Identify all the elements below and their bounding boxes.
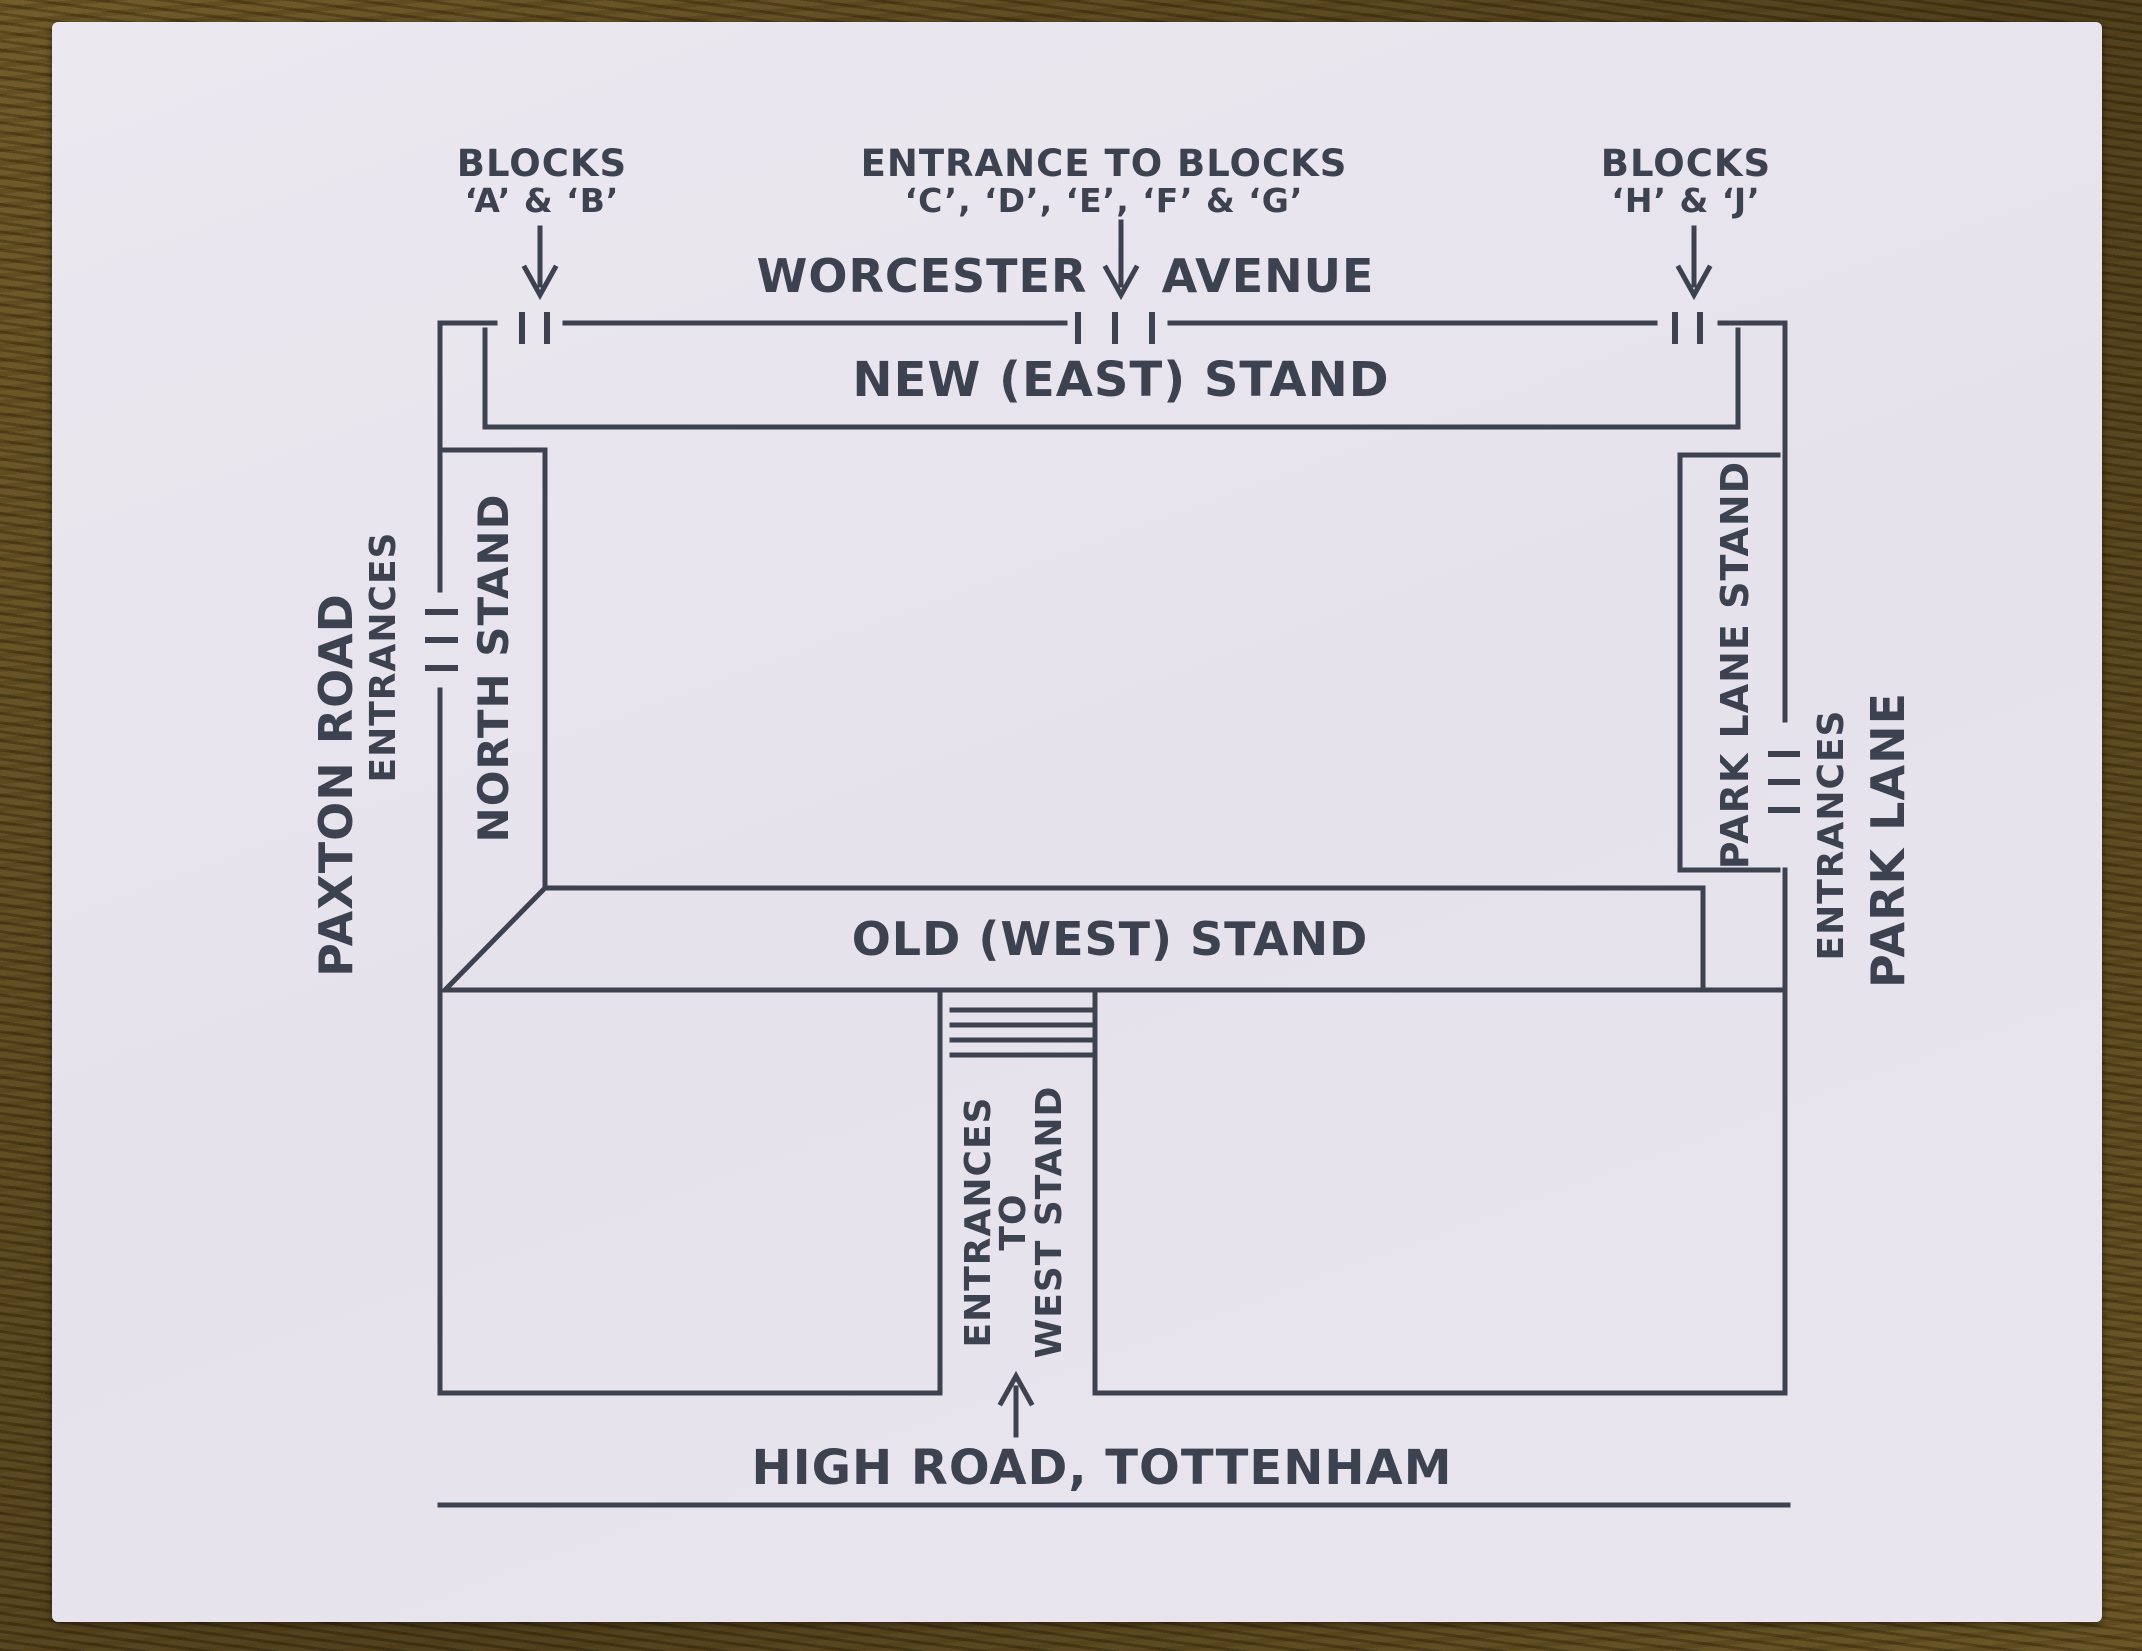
park-lane-road-label: PARK LANE: [1861, 692, 1915, 988]
west-stand-label: OLD (WEST) STAND: [852, 912, 1369, 966]
blocks-ab-label: BLOCKS: [457, 142, 627, 185]
gate-marks-icon: [425, 312, 1800, 813]
blocks-hj-label: BLOCKS: [1601, 142, 1771, 185]
ground-outline: [437, 320, 1791, 1508]
ticket-card: BLOCKS ‘A’ & ‘B’ ENTRANCE TO BLOCKS ‘C’,…: [52, 22, 2102, 1622]
west-entrances-to: TO: [993, 1193, 1034, 1250]
arrow-up-icon: [997, 1370, 1035, 1438]
west-entrances-stand: WEST STAND: [1029, 1086, 1070, 1359]
arrow-down-icon: [521, 219, 1713, 301]
blocks-ab-letters: ‘A’ & ‘B’: [465, 181, 620, 220]
park-lane-stand[interactable]: [1677, 452, 1781, 873]
park-lane-entrances-label: ENTRANCES: [1811, 710, 1852, 961]
west-stand[interactable]: [439, 884, 1785, 993]
east-stand[interactable]: [482, 327, 1741, 430]
park-lane-stand-label: PARK LANE STAND: [1713, 461, 1757, 869]
high-road-label: HIGH ROAD, TOTTENHAM: [752, 1440, 1453, 1496]
north-stand-label: NORTH STAND: [469, 494, 518, 843]
blocks-cg-label: ENTRANCE TO BLOCKS: [861, 142, 1348, 185]
paxton-entrances-label: ENTRANCES: [363, 532, 404, 783]
east-stand-label: NEW (EAST) STAND: [852, 352, 1389, 408]
blocks-cg-letters: ‘C’, ‘D’, ‘E’, ‘F’ & ‘G’: [905, 181, 1304, 220]
west-entrances-label: ENTRANCES: [958, 1097, 999, 1348]
worcester-avenue-label: WORCESTER: [757, 249, 1088, 303]
stadium-map: BLOCKS ‘A’ & ‘B’ ENTRANCE TO BLOCKS ‘C’,…: [309, 142, 1915, 1508]
worcester-avenue-label-2: AVENUE: [1162, 249, 1375, 303]
paxton-road-label: PAXTON ROAD: [309, 593, 363, 977]
north-stand[interactable]: [437, 447, 548, 888]
blocks-hj-letters: ‘H’ & ‘J’: [1611, 181, 1760, 220]
